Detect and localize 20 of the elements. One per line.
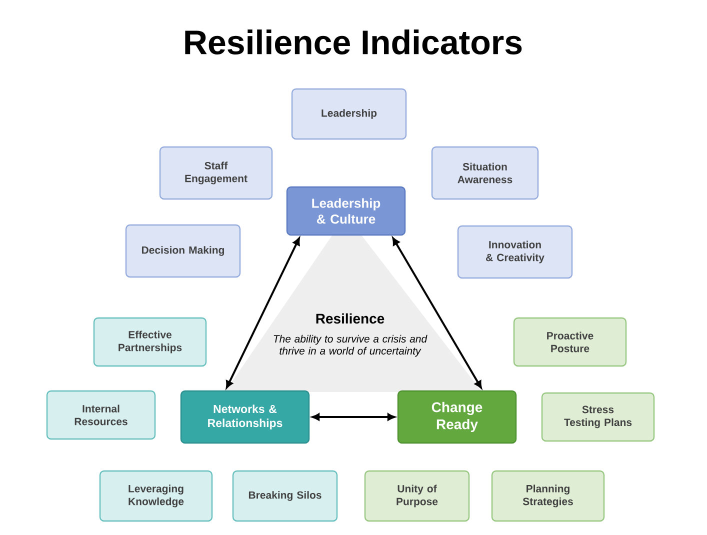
indicator-box: Stress Testing Plans	[541, 392, 655, 442]
main-box: Leadership & Culture	[286, 186, 406, 236]
indicator-box: Breaking Silos	[232, 470, 338, 522]
indicator-box: Leadership	[291, 88, 407, 140]
title: Resilience Indicators	[185, 30, 522, 54]
indicator-box: Staff Engagement	[159, 146, 273, 200]
arrow	[392, 238, 482, 388]
arrow	[312, 413, 395, 421]
indicator-box: Internal Resources	[46, 390, 156, 440]
main-box: Change Ready	[397, 390, 517, 444]
arrow	[226, 238, 300, 388]
indicator-box: Effective Partnerships	[93, 317, 207, 367]
indicator-box: Decision Making	[125, 224, 241, 278]
indicator-box: Innovation & Creativity	[457, 225, 573, 279]
indicator-box: Proactive Posture	[513, 317, 627, 367]
indicator-box: Leveraging Knowledge	[99, 470, 213, 522]
indicator-box: Planning Strategies	[491, 470, 605, 522]
indicator-box: Unity of Purpose	[364, 470, 470, 522]
indicator-box: Situation Awareness	[431, 146, 539, 200]
main-box: Networks & Relationships	[180, 390, 310, 444]
